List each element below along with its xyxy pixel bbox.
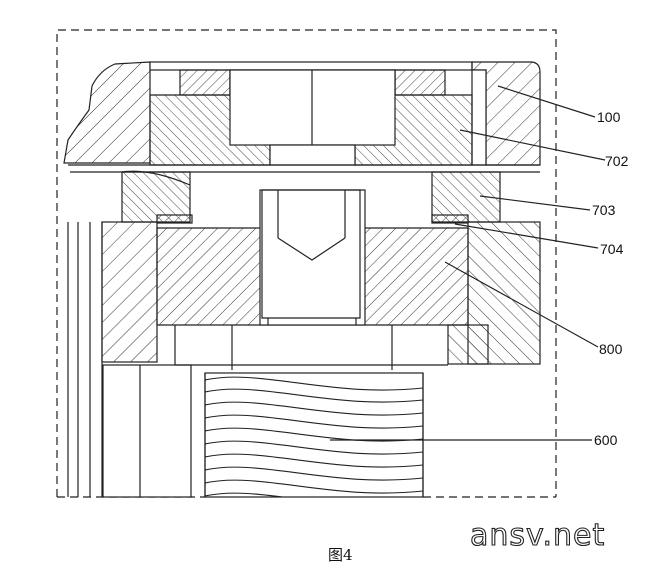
boundary-dashed: [56, 29, 557, 497]
housing-top-band: [149, 61, 473, 71]
callout-703: 703: [592, 202, 616, 218]
callout-704: 704: [600, 241, 624, 257]
part-702-top-right: [394, 69, 446, 96]
callout-702: 702: [605, 153, 629, 169]
figure-caption: 图4: [328, 546, 353, 564]
central-bore: [259, 189, 366, 326]
thread-600: [204, 372, 424, 498]
screw-socket: [261, 189, 361, 319]
left-column-hatch: [101, 221, 158, 363]
housing-top-left: [63, 61, 151, 164]
callout-800: 800: [599, 341, 623, 357]
callout-600: 600: [594, 432, 618, 448]
watermark: ansv.net: [470, 518, 605, 553]
drill-cone: [277, 237, 346, 261]
part-702-top-left: [179, 69, 231, 96]
callout-100: 100: [597, 109, 621, 125]
lower-left-block: [102, 364, 192, 498]
part-704: [431, 214, 469, 224]
